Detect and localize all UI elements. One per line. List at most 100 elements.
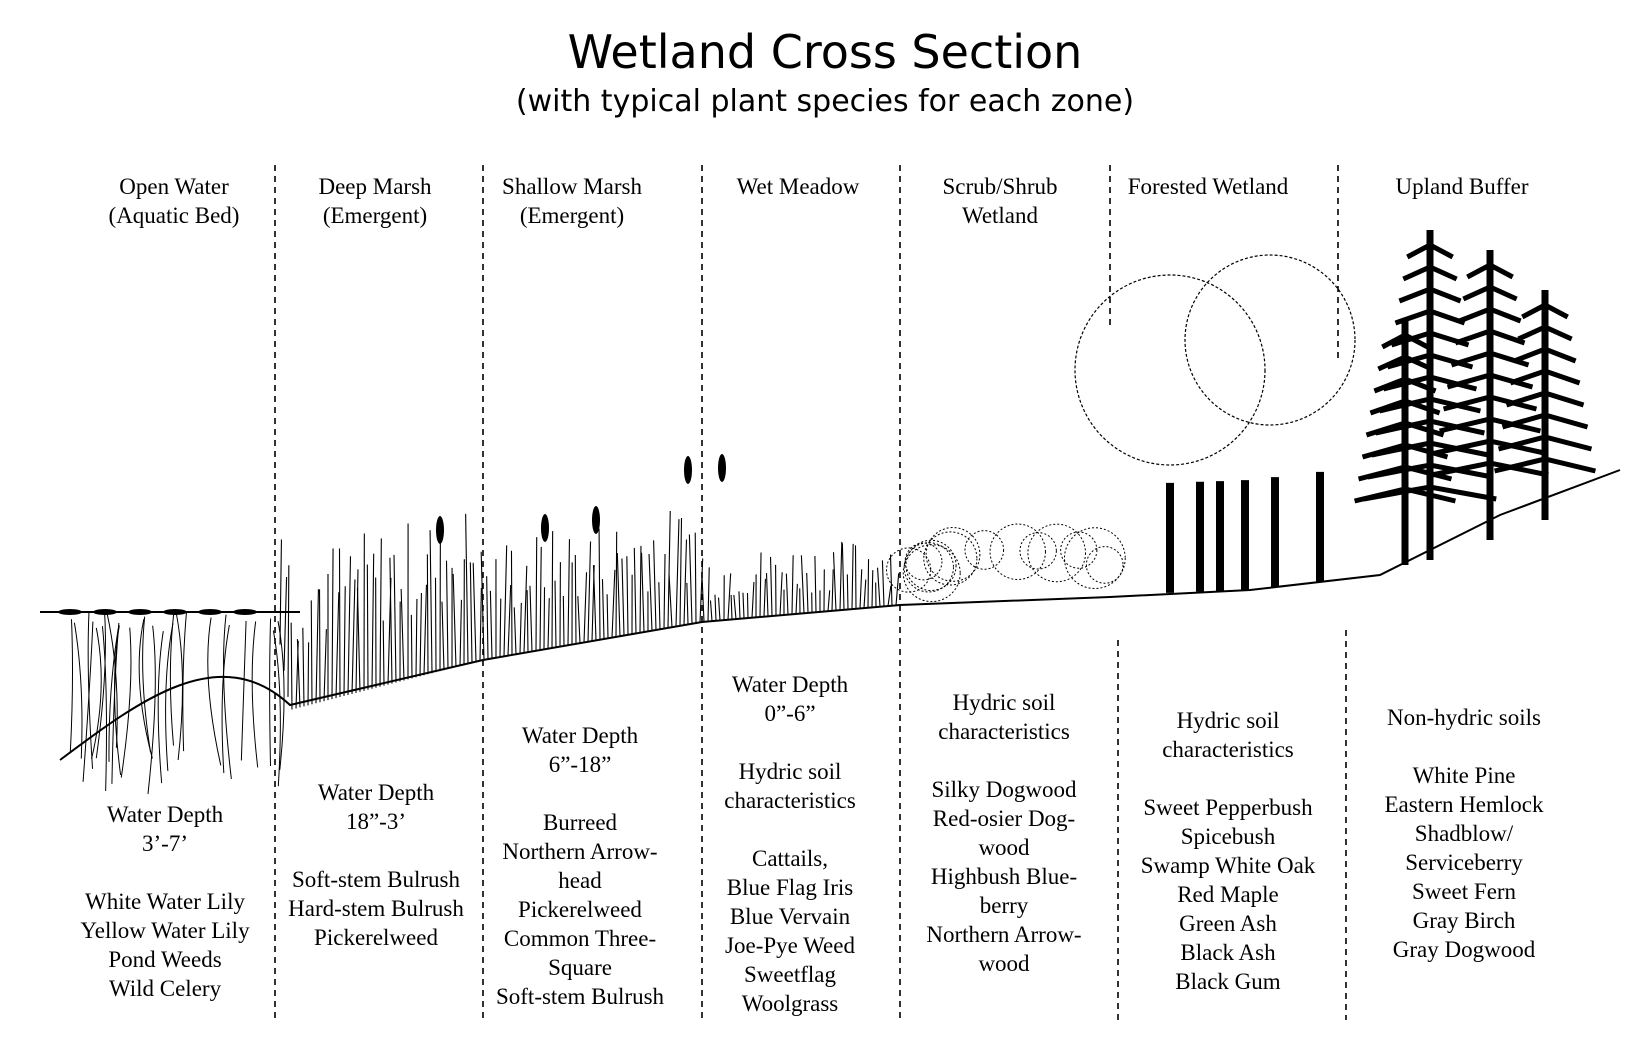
plant-item: Eastern Hemlock (1384, 792, 1544, 817)
reed-stem (523, 565, 528, 653)
water-depth-value: 3’-7’ (142, 831, 188, 856)
cattail-head (592, 506, 600, 534)
ground-line (59, 469, 1621, 761)
reed-stem (592, 565, 597, 641)
zone-info-upland-buffer: Non-hydric soils White Pine Eastern Heml… (1384, 703, 1543, 964)
conifer-branch (1379, 396, 1481, 414)
lily-pad (128, 609, 152, 615)
conifer-branch (1513, 346, 1577, 364)
plant-item: berry (979, 893, 1029, 918)
shrub (964, 530, 1005, 570)
plant-list: Silky Dogwood Red-osier Dog- wood Highbu… (926, 775, 1081, 978)
plant-list: Cattails, Blue Flag Iris Blue Vervain Jo… (724, 844, 856, 1018)
diagram-subtitle: (with typical plant species for each zon… (515, 84, 1135, 119)
reed-stem (426, 554, 429, 675)
aquatic-stem (221, 624, 230, 774)
reed-stem (633, 547, 637, 634)
reed-stem (441, 601, 445, 671)
reed-stem (714, 594, 717, 621)
plant-item: White Water Lily (85, 889, 245, 914)
conifer-branch (1377, 354, 1433, 372)
reed-stem (423, 584, 427, 676)
soil-line: Hydric soil (738, 759, 842, 784)
zone-dividers (274, 165, 1347, 1020)
water-depth-label: Water Depth (521, 723, 639, 748)
plant-item: Soft-stem Bulrush (291, 867, 461, 892)
shrub (1085, 546, 1124, 584)
zone-info-shallow-marsh: Water Depth 6”-18” Burreed Northern Arro… (496, 721, 664, 1011)
cattail-head (684, 456, 692, 484)
plant-list: Sweet Pepperbush Spicebush Swamp White O… (1141, 793, 1316, 996)
shrub (886, 547, 932, 593)
reed-stem (279, 539, 282, 645)
reed-stem (707, 567, 710, 622)
reed-stem (658, 582, 661, 630)
reed-stem (489, 590, 493, 659)
reed-stem (839, 541, 843, 611)
reed-stem (310, 600, 313, 705)
plant-item: Woolgrass (741, 991, 839, 1016)
reed-stem (400, 588, 405, 681)
reed-stem (621, 558, 625, 636)
conifer-branch (1439, 416, 1541, 434)
conifer-branch (1373, 376, 1437, 394)
conifer-branch (1458, 306, 1522, 324)
reed-stem (472, 562, 477, 662)
deciduous-crown (1184, 254, 1356, 426)
reed-stem (445, 560, 449, 670)
plant-item: Northern Arrow- (502, 839, 658, 864)
aquatic-stem (175, 613, 184, 761)
reed-stem (480, 551, 485, 660)
reed-stem (759, 552, 762, 618)
plant-item: Black Ash (1180, 940, 1276, 965)
plant-item: Shadblow/ (1414, 821, 1514, 846)
cattail-head (541, 514, 549, 542)
reed-stem (679, 517, 683, 626)
reed-stem (347, 556, 352, 695)
plant-item: Blue Flag Iris (726, 875, 854, 900)
reed-stem (331, 548, 334, 700)
zone-header-line: Upland Buffer (1395, 174, 1529, 199)
conifer-branch (1454, 328, 1526, 346)
reed-stem (479, 588, 482, 661)
zone-header-upland-buffer: Upland Buffer (1395, 172, 1528, 201)
conifer-branch (1357, 464, 1453, 482)
conifer-branch (1361, 442, 1449, 460)
conifer-branch (1406, 242, 1454, 260)
plant-list: White Water Lily Yellow Water Lily Pond … (80, 887, 249, 1003)
zone-header-line: (Emergent) (519, 203, 625, 228)
aquatic-stem (165, 623, 174, 771)
plant-item: White Pine (1412, 763, 1516, 788)
reed-stem (675, 519, 680, 627)
zone-header-line: (Emergent) (322, 203, 428, 228)
aquatic-stem (182, 612, 187, 752)
aquatic-stem (73, 622, 83, 759)
conifer-branch (1398, 286, 1462, 304)
shrub (925, 527, 981, 582)
reed-stem (709, 600, 713, 622)
zone-header-forested-wetland: Forested Wetland (1128, 172, 1289, 201)
reed-stem (889, 554, 893, 606)
lily-pad (163, 609, 187, 615)
aquatic-stem (138, 618, 153, 759)
reed-stem (507, 585, 512, 656)
reed-stem (587, 541, 592, 642)
reed-stem (887, 585, 892, 607)
zone-header-deep-marsh: Deep Marsh (Emergent) (318, 172, 431, 230)
reed-stem (779, 572, 783, 616)
reed-stem (410, 614, 413, 679)
water-depth-block: Water Depth 18”-3’ (288, 778, 464, 836)
soil-line: characteristics (1162, 737, 1294, 762)
reed-stem (751, 582, 755, 618)
zone-header-line: Wetland (961, 203, 1039, 228)
plant-item: Square (548, 955, 612, 980)
aquatic-stem (269, 618, 272, 767)
plant-item: Yellow Water Lily (80, 918, 250, 943)
conifer-branch (1509, 368, 1581, 386)
conifer-branch (1442, 394, 1538, 412)
plant-item: Wild Celery (108, 976, 222, 1001)
soil-block: Hydric soil characteristics (1141, 706, 1316, 764)
conifer-branch (1497, 434, 1593, 452)
conifer-branch (1365, 420, 1445, 438)
plant-item: Serviceberry (1405, 850, 1523, 875)
